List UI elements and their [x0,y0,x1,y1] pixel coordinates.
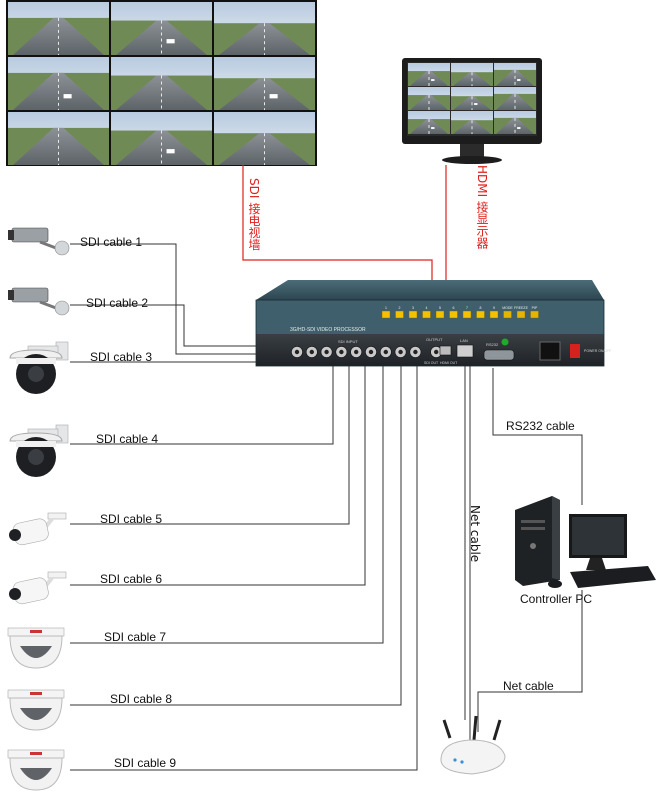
video-tile [494,111,536,134]
cable-label-1: SDI cable 1 [80,235,143,249]
power-switch [570,344,580,358]
cable-label-3: SDI cable 3 [90,350,153,364]
front-button-label: 6 [453,306,455,310]
camera-ir-bullet-icon [9,571,67,605]
front-button-label: PIP [532,306,538,310]
front-button-label: MODE [502,306,513,310]
hdmi-monitor-label: HDMI 接显示器 [475,165,489,249]
camera-dome-icon [7,749,65,791]
camera-bullet-icon [8,227,70,256]
video-tile [408,111,450,134]
cable-label-7: SDI cable 7 [104,630,167,644]
sdi-cable-lines [70,243,583,771]
device-name: 3G/HD-SDI VIDEO PROCESSOR [290,327,366,333]
video-tile [451,87,493,110]
video-tile [214,2,315,55]
front-button-label: 5 [439,306,441,310]
cable-label-2: SDI cable 2 [86,296,149,310]
rs232-port-label: RS232 [486,342,499,347]
front-button-freeze [516,310,526,319]
hdmi-port [439,345,452,356]
camera-dome-icon [7,689,65,731]
sdi-wall-label: SDI 接电视墙 [247,178,261,251]
front-button-label: 3 [412,306,414,310]
camera-dome-icon [7,627,65,669]
sdi-out-label: SDI OUT [424,361,439,365]
front-button-3 [408,310,418,319]
net-line-pc [477,590,583,732]
video-tile [111,57,212,110]
front-button-5 [435,310,445,319]
sdi-line-5 [70,362,350,525]
front-button-mode [503,310,512,319]
power-socket [539,341,561,361]
front-button-label: 7 [466,306,468,310]
video-tile [408,87,450,110]
video-tile [451,63,493,86]
rs232-port [483,349,515,361]
cable-label-6: SDI cable 6 [100,572,163,586]
sdi-line-9 [70,362,418,771]
rs232-cable-label: RS232 cable [506,419,575,433]
video-tile [408,63,450,86]
front-button-label: 9 [493,306,495,310]
video-tile [8,112,109,165]
lan-label: LAN [460,338,468,343]
sdi-input-label: SDI INPUT [338,339,358,344]
front-button-label: FREEZE [514,306,528,310]
camera-ptz-icon [9,341,69,394]
video-tile [111,2,212,55]
sdi-line-6 [70,362,366,586]
video-tile [8,57,109,110]
camera-ir-bullet-icon [9,512,67,546]
status-led [501,338,509,346]
cable-label-4: SDI cable 4 [96,432,159,446]
front-button-6 [449,310,458,319]
sdi-line-2 [70,304,298,347]
cable-label-8: SDI cable 8 [110,692,173,706]
video-tile [214,57,315,110]
lan-port [456,344,474,358]
video-wall [6,0,317,166]
sdi-line-7 [70,362,384,644]
power-label: POWER ON/OFF [584,349,611,353]
front-button-4 [422,310,431,319]
front-button-label: 1 [385,306,387,310]
output-label: OUTPUT [426,337,443,342]
net-cable-pc-label: Net cable [503,679,554,693]
net-cable-vertical-label: Net cable [468,505,482,563]
video-tile [451,111,493,134]
front-button-label: 4 [426,306,428,310]
video-tile [8,2,109,55]
camera-ptz-icon [9,424,69,477]
front-button-1 [381,310,391,319]
video-tile [111,112,212,165]
hdmi-monitor [402,58,542,164]
sdi-line-4 [70,362,334,445]
front-button-7 [462,310,472,319]
video-tile [494,63,536,86]
front-button-2 [395,310,404,319]
rs232-line [492,368,583,505]
sdi-line-1 [70,243,298,355]
sdi-line-8 [70,362,402,706]
network-router [440,715,506,775]
controller-pc [515,496,656,588]
hdmi-out-label: HDMI OUT [440,361,458,365]
front-button-9 [489,310,499,319]
video-tile [214,112,315,165]
front-button-label: 2 [399,306,401,310]
front-button-8 [476,310,485,319]
cable-label-5: SDI cable 5 [100,512,163,526]
controller-pc-label: Controller PC [520,592,593,606]
front-button-label: 8 [480,306,482,310]
front-button-pip [530,310,539,319]
cable-label-9: SDI cable 9 [114,756,177,770]
video-tile [494,87,536,110]
camera-icons [7,227,70,791]
camera-bullet-icon [8,287,70,316]
